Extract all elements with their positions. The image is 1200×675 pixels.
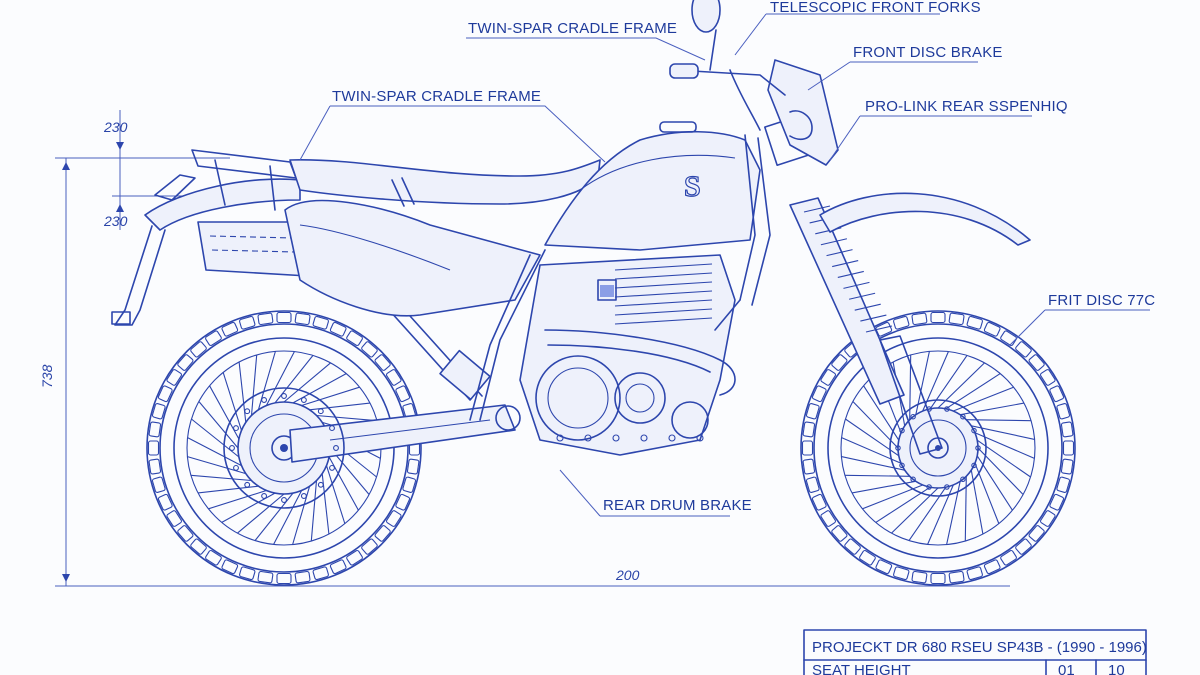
leader-lines	[299, 13, 1150, 517]
label-frame-top: TWIN-SPAR CRADLE FRAME	[468, 20, 677, 37]
dim-top-1: 230	[103, 119, 128, 135]
swingarm	[289, 404, 521, 463]
dimension-lines	[55, 110, 1010, 587]
front-forks	[763, 113, 943, 455]
label-front-disc: FRIT DISC 77C	[1048, 292, 1155, 309]
label-forks: TELESCOPIC FRONT FORKS	[770, 0, 981, 16]
label-rear-suspension: PRO-LINK REAR SSPENHIQ	[865, 98, 1068, 115]
handlebar	[669, 0, 786, 131]
label-front-brake: FRONT DISC BRAKE	[853, 44, 1003, 61]
label-frame-mid: TWIN-SPAR CRADLE FRAME	[332, 88, 541, 105]
rear-fender	[111, 174, 301, 326]
engine	[519, 254, 736, 456]
title-block-seat-height-label: SEAT HEIGHT	[812, 662, 911, 675]
title-block-value-1: 01	[1058, 662, 1075, 675]
title-block-project: PROJECKT DR 680 RSEU SP43B - (1990 - 199…	[812, 639, 1147, 656]
dim-height: 738	[39, 364, 55, 388]
front-fender	[819, 192, 1031, 246]
title-block	[803, 629, 1147, 675]
seat	[289, 159, 601, 207]
headlight-fairing	[767, 59, 839, 166]
front-brake-disc	[889, 399, 987, 497]
dim-top-2: 230	[103, 213, 128, 229]
title-block-value-2: 10	[1108, 662, 1125, 675]
fuel-tank: S	[544, 121, 761, 251]
dim-length: 200	[615, 567, 640, 583]
label-rear-brake: REAR DRUM BRAKE	[603, 497, 752, 514]
front-wheel	[800, 310, 1076, 586]
frame	[469, 134, 771, 421]
svg-text:S: S	[684, 170, 701, 203]
side-cover	[284, 199, 541, 317]
rear-brake-disc	[223, 387, 345, 509]
